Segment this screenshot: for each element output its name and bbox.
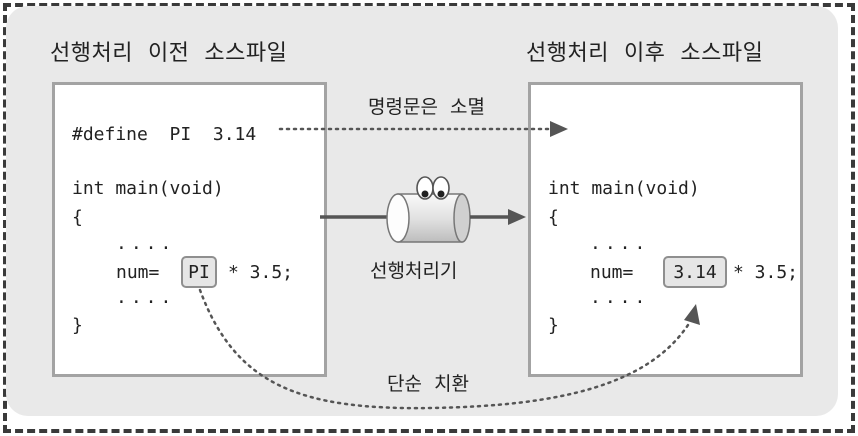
removal-label: 명령문은 소멸 (368, 96, 485, 118)
after-source-title: 선행처리 이후 소스파일 (526, 41, 764, 66)
ellipsis-bottom: .... (116, 287, 176, 308)
substitution-label: 단순 치환 (387, 373, 469, 395)
ellipsis-bottom-after: .... (590, 287, 650, 308)
open-brace: { (72, 207, 83, 228)
num-assignment-after: num= (590, 262, 634, 283)
multiply-expression-after: * 3.5; (733, 262, 799, 283)
after-source-box (528, 82, 803, 377)
before-source-title: 선행처리 이전 소스파일 (50, 41, 288, 66)
close-brace: } (72, 315, 83, 336)
preprocessor-label: 선행처리기 (370, 260, 458, 282)
define-directive: #define PI 3.14 (72, 124, 257, 145)
ellipsis-top: .... (116, 233, 176, 254)
multiply-expression: * 3.5; (228, 262, 294, 283)
num-assignment: num= (116, 262, 160, 283)
pi-placeholder: PI (181, 256, 217, 288)
main-signature: int main(void) (72, 178, 224, 199)
substituted-value: 3.14 (663, 256, 727, 288)
ellipsis-top-after: .... (590, 233, 650, 254)
close-brace-after: } (548, 315, 559, 336)
main-signature-after: int main(void) (548, 178, 700, 199)
open-brace-after: { (548, 207, 559, 228)
